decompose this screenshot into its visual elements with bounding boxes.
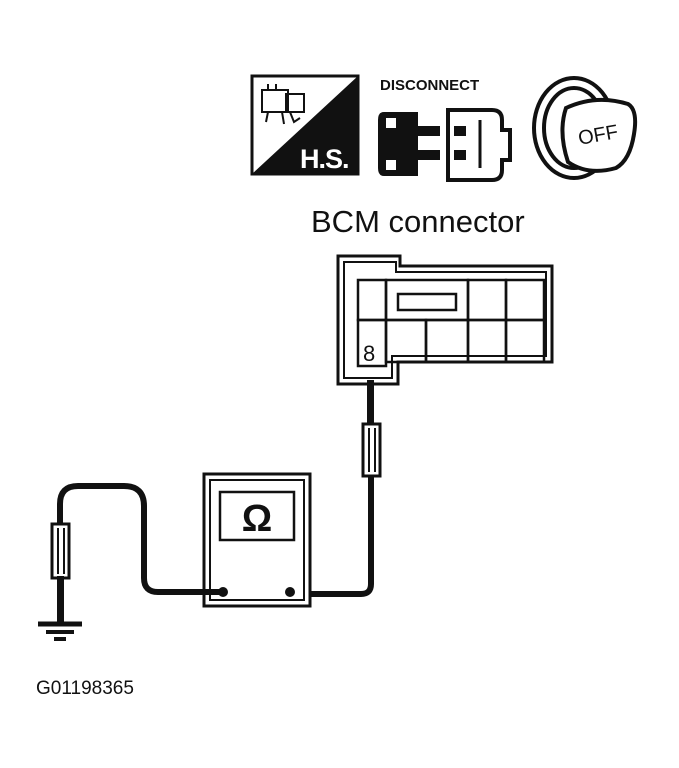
disconnect-label: DISCONNECT [380, 77, 479, 94]
harness-connector-icon: H.S. [250, 74, 360, 176]
ignition-off-icon: OFF [532, 76, 638, 180]
positive-probe [292, 380, 382, 597]
terminal-number: 8 [363, 341, 375, 366]
meter-terminal-positive [285, 587, 295, 597]
figure-id: G01198365 [36, 678, 134, 699]
ground-symbol-icon [38, 621, 82, 641]
ohm-symbol: Ω [242, 498, 272, 540]
ohmmeter: Ω [202, 472, 312, 608]
disconnect-icon: DISCONNECT [378, 77, 512, 182]
harness-label: H.S. [300, 144, 349, 174]
bcm-connector: 8 [336, 254, 554, 386]
negative-probe [50, 483, 223, 622]
connector-title: BCM connector [311, 204, 525, 239]
connector-sketch-icon [261, 84, 305, 125]
